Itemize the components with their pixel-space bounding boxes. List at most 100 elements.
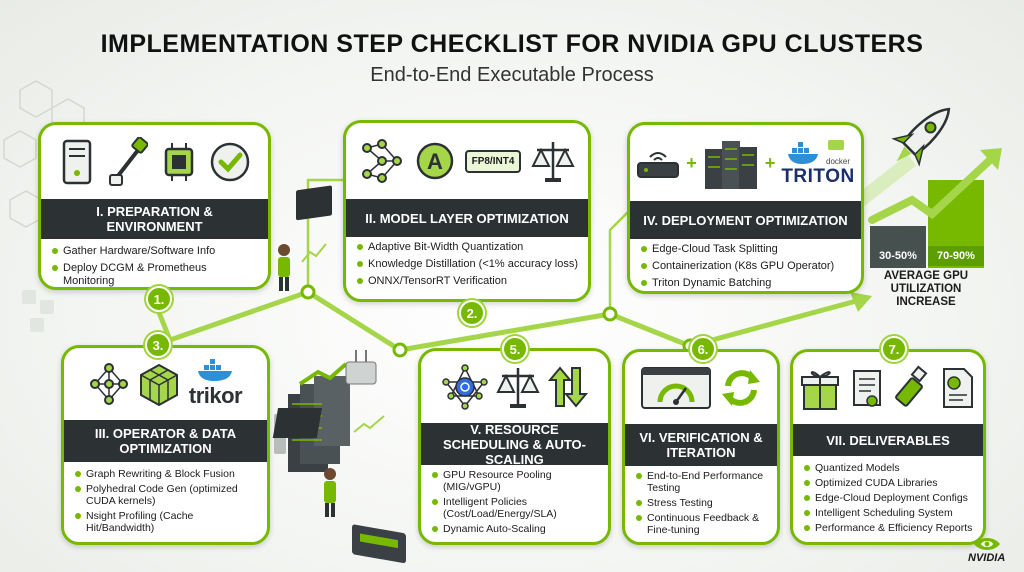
refresh-cycle-icon <box>722 370 760 406</box>
balance-scale-icon <box>495 368 540 408</box>
step-number-6: 6. <box>690 336 716 362</box>
network-cable-icon <box>108 137 148 186</box>
step-card-6: VI. VERIFICATION & ITERATION End-to-End … <box>622 349 780 545</box>
list-item: Gather Hardware/Software Info <box>52 245 258 258</box>
up-down-arrows-icon <box>547 366 588 408</box>
list-item: Deploy DCGM & Prometheus Monitoring <box>52 262 258 287</box>
list-item: Stress Testing <box>636 497 767 509</box>
list-item: Nsight Profiling (Cache Hit/Bandwidth) <box>75 510 257 534</box>
plus-icon: + <box>686 152 697 173</box>
list-item: Quantized Models <box>804 462 973 474</box>
rocket-icon <box>891 107 951 167</box>
step-6-title: VI. VERIFICATION & ITERATION <box>625 424 777 466</box>
step-3-title: III. OPERATOR & DATA OPTIMIZATION <box>64 420 267 462</box>
report-icon <box>943 368 973 408</box>
step-number-3: 3. <box>145 332 171 358</box>
triton-logo: docker TRITON <box>781 138 854 188</box>
list-item: Continuous Feedback & Fine-tuning <box>636 512 767 536</box>
list-item: GPU Resource Pooling (MIG/vGPU) <box>432 469 598 493</box>
step-7-title: VII. DELIVERABLES <box>793 424 983 456</box>
step-4-title: IV. DEPLOYMENT OPTIMIZATION <box>630 201 861 239</box>
step-4-icons: + + docker TRITON <box>630 125 861 201</box>
dashboard-gauge-icon <box>641 367 711 409</box>
utilization-after: 70-90% <box>928 246 984 266</box>
gift-box-icon <box>801 371 839 410</box>
nvidia-eye-icon <box>973 538 1000 550</box>
step-2-title: II. MODEL LAYER OPTIMIZATION <box>346 199 588 237</box>
page-subtitle: End-to-End Executable Process <box>370 64 654 86</box>
list-item: Graph Rewriting & Block Fusion <box>75 468 257 480</box>
step-number-2: 2. <box>459 300 485 326</box>
list-item: Polyhedral Code Gen (optimized CUDA kern… <box>75 483 257 507</box>
nvidia-logo: NVIDIA <box>968 536 1005 564</box>
step-card-2: A FP8/INT4 II. MODEL LAYER OPTIMIZATION … <box>343 120 591 302</box>
plus-icon: + <box>764 152 776 173</box>
step-card-5: V. RESOURCE SCHEDULING & AUTO-SCALING GP… <box>418 348 611 545</box>
docker-small-icon <box>828 140 844 150</box>
path-arrowhead <box>850 292 872 312</box>
page-title: IMPLEMENTATION STEP CHECKLIST FOR NVIDIA… <box>100 30 924 58</box>
neural-network-icon <box>361 139 402 183</box>
trikor-text: trikor <box>188 383 243 408</box>
step-card-3: trikor III. OPERATOR & DATA OPTIMIZATION… <box>61 345 270 545</box>
step-card-7: VII. DELIVERABLES Quantized Models Optim… <box>790 349 986 545</box>
server-cluster-illustration <box>272 350 406 564</box>
path-node <box>300 284 316 300</box>
graph-network-icon <box>89 363 128 405</box>
step-1-title: I. PREPARATION & ENVIRONMENT <box>41 199 268 239</box>
docker-mark: docker <box>826 138 850 166</box>
edge-router-icon <box>637 152 680 178</box>
scroll-icon <box>853 370 881 407</box>
list-item: Intelligent Scheduling System <box>804 507 973 519</box>
cube-decoration <box>22 290 54 332</box>
path-node <box>392 342 408 358</box>
list-item: Adaptive Bit-Width Quantization <box>357 241 578 254</box>
list-item: Knowledge Distillation (<1% accuracy los… <box>357 258 579 270</box>
engineer-illustration-upper <box>278 185 332 291</box>
list-item: Containerization (K8s GPU Operator) <box>641 260 851 273</box>
precision-badge: FP8/INT4 <box>464 149 522 173</box>
list-item: Intelligent Policies (Cost/Load/Energy/S… <box>432 496 598 520</box>
check-circle-icon <box>210 142 249 182</box>
step-2-icons: A FP8/INT4 <box>346 123 588 199</box>
step-2-list: Adaptive Bit-Width Quantization Knowledg… <box>346 241 588 292</box>
step-1-icons <box>41 125 268 199</box>
docker-whale-icon <box>197 359 232 381</box>
svg-text:A: A <box>427 149 443 174</box>
step-7-list: Quantized Models Optimized CUDA Librarie… <box>793 462 983 537</box>
trikor-logo: trikor <box>188 359 243 409</box>
list-item: Performance & Efficiency Reports <box>804 522 973 534</box>
server-rack-icon <box>704 141 757 189</box>
step-card-1: I. PREPARATION & ENVIRONMENT Gather Hard… <box>38 122 271 290</box>
kubernetes-wheel-icon <box>441 364 488 410</box>
quantize-a-icon: A <box>416 142 453 180</box>
step-6-list: End-to-End Performance Testing Stress Te… <box>625 470 777 539</box>
triton-text: TRITON <box>781 166 855 187</box>
step-number-7: 7. <box>881 336 907 362</box>
step-5-title: V. RESOURCE SCHEDULING & AUTO-SCALING <box>421 422 608 467</box>
list-item: Edge-Cloud Deployment Configs <box>804 492 973 504</box>
balance-scale-icon <box>531 142 576 182</box>
step-3-icons: trikor <box>64 348 267 420</box>
step-7-icons <box>793 352 983 424</box>
step-3-list: Graph Rewriting & Block Fusion Polyhedra… <box>64 468 267 537</box>
step-4-list: Edge-Cloud Task Splitting Containerizati… <box>630 243 861 291</box>
step-number-5: 5. <box>502 336 528 362</box>
server-tower-icon <box>62 139 91 185</box>
connector-4 <box>608 209 631 314</box>
gpu-chip-icon <box>164 143 193 181</box>
step-card-4: + + docker TRITON IV. DEPLOYMENT OPTIMIZ… <box>627 122 864 294</box>
step-5-list: GPU Resource Pooling (MIG/vGPU) Intellig… <box>421 469 608 538</box>
list-item: ONNX/TensorRT Verification <box>357 275 578 288</box>
step-number-1: 1. <box>146 286 172 312</box>
list-item: Dynamic Auto-Scaling <box>432 523 598 535</box>
cube-grid-icon <box>139 363 178 407</box>
docker-text: docker <box>826 157 851 166</box>
list-item: End-to-End Performance Testing <box>636 470 767 494</box>
docker-whale-icon <box>788 142 818 164</box>
step-6-icons <box>625 352 777 424</box>
utilization-label: AVERAGE GPU UTILIZATION INCREASE <box>883 270 969 308</box>
step-1-list: Gather Hardware/Software Info Deploy DCG… <box>41 245 268 287</box>
utilization-before: 30-50% <box>870 246 926 266</box>
step-5-icons <box>421 351 608 423</box>
